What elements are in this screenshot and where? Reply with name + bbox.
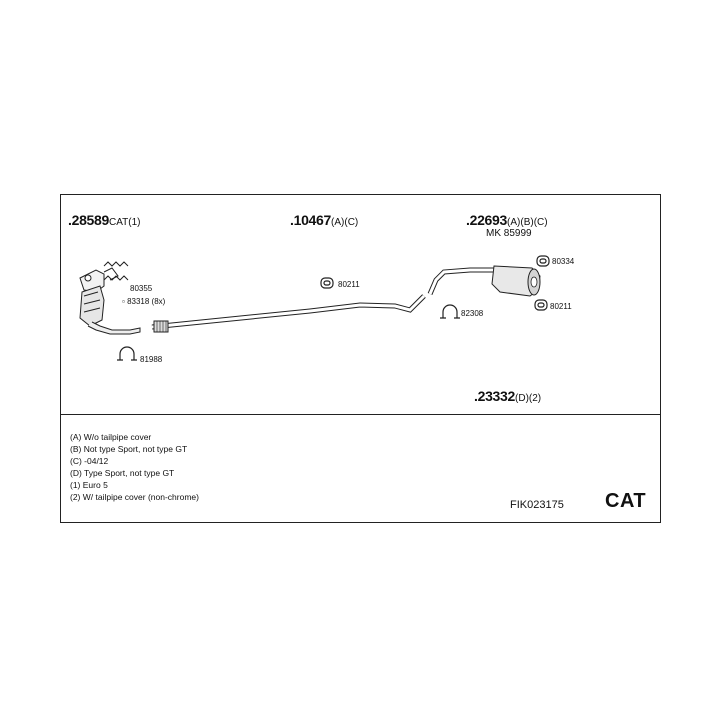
part-10467-number: .10467 <box>290 212 332 228</box>
diagram-code: FIK023175 <box>510 499 564 511</box>
part-28589-number: .28589 <box>68 212 110 228</box>
part-10467: .10467(A)(C) <box>290 213 358 229</box>
part-22693-number: .22693 <box>466 212 508 228</box>
note-item: (A) W/o tailpipe cover <box>70 432 152 442</box>
catalytic-converter-drawing <box>79 267 141 335</box>
note-item: (1) Euro 5 <box>70 480 108 490</box>
note-item: (B) Not type Sport, not type GT <box>70 444 188 454</box>
label-81988: 81988 <box>140 355 163 364</box>
gasket-drawing <box>103 261 129 281</box>
diagram-frame <box>60 194 661 523</box>
hanger-80211b-drawing <box>534 299 548 311</box>
clamp-81988-drawing <box>117 346 137 361</box>
note-item: (D) Type Sport, not type GT <box>70 468 175 478</box>
middle-pipe-drawing <box>151 294 426 333</box>
part-22693-alt: MK 85999 <box>486 228 532 239</box>
hanger-80334-drawing <box>536 255 550 267</box>
note-item: (C) -04/12 <box>70 456 109 466</box>
note-item: (2) W/ tailpipe cover (non-chrome) <box>70 492 199 502</box>
label-80355: 80355 <box>130 284 153 293</box>
part-23332-suffix: (D)(2) <box>515 393 542 404</box>
hanger-80211a-drawing <box>320 277 334 289</box>
part-28589: .28589CAT(1) <box>68 213 141 229</box>
clamp-82308-drawing <box>440 304 460 319</box>
label-83318-text: 83318 (8x) <box>127 297 166 306</box>
label-80211-a: 80211 <box>338 280 360 289</box>
notes-divider <box>60 414 661 415</box>
label-80334: 80334 <box>552 257 575 266</box>
rear-silencer-drawing <box>427 265 541 297</box>
label-83318: ▫ 83318 (8x) <box>122 297 166 306</box>
part-22693: .22693(A)(B)(C) <box>466 213 548 229</box>
part-22693-suffix: (A)(B)(C) <box>507 217 548 228</box>
part-23332-number: .23332 <box>474 388 516 404</box>
brand-label: CAT <box>605 490 647 512</box>
notes-list: (A) W/o tailpipe cover (B) Not type Spor… <box>70 431 199 503</box>
label-80211-b: 80211 <box>550 302 572 311</box>
part-10467-suffix: (A)(C) <box>331 217 359 228</box>
part-28589-suffix: CAT(1) <box>109 217 141 228</box>
label-82308: 82308 <box>461 309 484 318</box>
part-23332: .23332(D)(2) <box>474 389 541 405</box>
